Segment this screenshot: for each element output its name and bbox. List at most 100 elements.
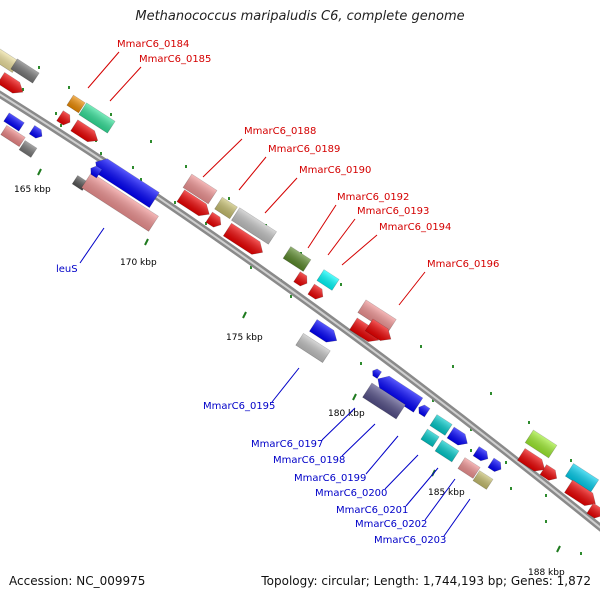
gene-feature <box>295 333 331 363</box>
minor-tick-mark <box>55 112 57 115</box>
position-label: 188 kbp <box>528 568 565 578</box>
leader-line <box>341 423 376 457</box>
gene-feature <box>377 375 424 413</box>
minor-tick-mark <box>110 113 112 116</box>
gene-feature <box>564 479 596 506</box>
gene-feature <box>0 47 20 73</box>
gene-feature <box>446 426 468 446</box>
gene-label-reverse[interactable]: MmarC6_0198 <box>273 455 345 466</box>
minor-tick-mark <box>360 362 362 365</box>
minor-tick-mark <box>228 197 230 200</box>
leader-line <box>321 407 356 441</box>
minor-tick-mark <box>340 283 342 286</box>
leader-line <box>424 478 456 521</box>
leader-line <box>264 177 298 214</box>
gene-label-reverse[interactable]: MmarC6_0197 <box>251 439 323 450</box>
minor-tick-mark <box>470 449 472 452</box>
gene-feature <box>70 119 99 143</box>
gene-feature <box>309 319 338 343</box>
minor-tick-mark <box>185 165 187 168</box>
minor-tick-mark <box>452 365 454 368</box>
gene-label-forward[interactable]: MmarC6_0184 <box>117 39 189 50</box>
gene-feature <box>18 140 38 158</box>
gene-label-reverse[interactable]: leuS <box>56 264 78 275</box>
gene-feature <box>282 246 312 272</box>
minor-tick-mark <box>432 399 434 402</box>
gene-feature <box>182 173 218 205</box>
gene-label-reverse[interactable]: MmarC6_0199 <box>294 473 366 484</box>
gene-feature <box>10 58 40 84</box>
gene-label-reverse[interactable]: MmarC6_0201 <box>336 505 408 516</box>
gene-feature <box>28 125 43 139</box>
minor-tick-mark <box>528 421 530 424</box>
gene-feature <box>457 457 481 479</box>
gene-feature <box>472 470 494 490</box>
gene-feature <box>231 207 277 245</box>
gene-feature <box>420 428 440 448</box>
gene-feature <box>176 189 210 217</box>
gene-label-forward[interactable]: MmarC6_0196 <box>427 259 499 270</box>
position-label: 170 kbp <box>120 258 157 268</box>
labels-layer: MmarC6_0184MmarC6_0185MmarC6_0188MmarC6_… <box>56 39 499 546</box>
leader-line <box>79 227 105 264</box>
minor-tick-mark <box>140 178 142 181</box>
leader-line <box>443 498 471 537</box>
leader-line <box>327 218 356 256</box>
gene-feature <box>586 502 600 519</box>
gene-feature <box>372 368 382 379</box>
gene-label-forward[interactable]: MmarC6_0192 <box>337 192 409 203</box>
gene-label-forward[interactable]: MmarC6_0185 <box>139 54 211 65</box>
gene-feature <box>0 72 24 94</box>
leader-line <box>238 156 267 191</box>
position-label: 165 kbp <box>14 185 51 195</box>
gene-label-reverse[interactable]: MmarC6_0202 <box>355 519 427 530</box>
leader-line <box>365 435 399 475</box>
map-title: Methanococcus maripaludis C6, complete g… <box>135 9 465 24</box>
gene-label-reverse[interactable]: MmarC6_0203 <box>374 535 446 546</box>
gene-label-reverse[interactable]: MmarC6_0195 <box>203 401 275 412</box>
gene-label-reverse[interactable]: MmarC6_0200 <box>315 488 387 499</box>
gene-feature <box>66 94 86 114</box>
leader-line <box>271 367 300 403</box>
major-tick-mark <box>556 545 561 553</box>
genome-backbone-highlight <box>0 93 600 529</box>
gene-feature <box>307 283 324 300</box>
gene-label-forward[interactable]: MmarC6_0189 <box>268 144 340 155</box>
gene-feature <box>539 464 558 481</box>
position-label: 180 kbp <box>328 409 365 419</box>
minor-tick-mark <box>580 552 582 555</box>
minor-tick-mark <box>250 266 252 269</box>
leader-line <box>307 204 337 249</box>
gene-feature <box>56 110 71 126</box>
accession-text: Accession: NC_009975 <box>9 574 146 588</box>
leader-line <box>341 234 378 266</box>
major-tick-mark <box>144 238 149 246</box>
minor-tick-mark <box>150 140 152 143</box>
minor-tick-mark <box>510 487 512 490</box>
leader-line <box>405 467 439 507</box>
gene-label-forward[interactable]: MmarC6_0193 <box>357 206 429 217</box>
minor-tick-mark <box>505 461 507 464</box>
gene-feature <box>316 269 340 291</box>
gene-feature <box>90 165 103 179</box>
gene-feature <box>0 124 26 148</box>
leader-line <box>109 66 142 102</box>
minor-tick-mark <box>22 88 24 91</box>
gene-label-forward[interactable]: MmarC6_0188 <box>244 126 316 137</box>
gene-feature <box>3 112 25 132</box>
gene-feature <box>362 382 406 420</box>
gene-feature <box>487 457 502 472</box>
leader-line <box>384 454 419 490</box>
leaders-layer <box>79 51 471 537</box>
minor-tick-mark <box>290 295 292 298</box>
major-tick-mark <box>242 311 247 319</box>
gene-feature <box>205 211 222 228</box>
minor-tick-mark <box>420 345 422 348</box>
gene-label-forward[interactable]: MmarC6_0194 <box>379 222 451 233</box>
gene-label-forward[interactable]: MmarC6_0190 <box>299 165 371 176</box>
gene-feature <box>364 318 392 341</box>
minor-tick-mark <box>470 428 472 431</box>
minor-tick-mark <box>490 392 492 395</box>
major-tick-mark <box>352 393 357 401</box>
